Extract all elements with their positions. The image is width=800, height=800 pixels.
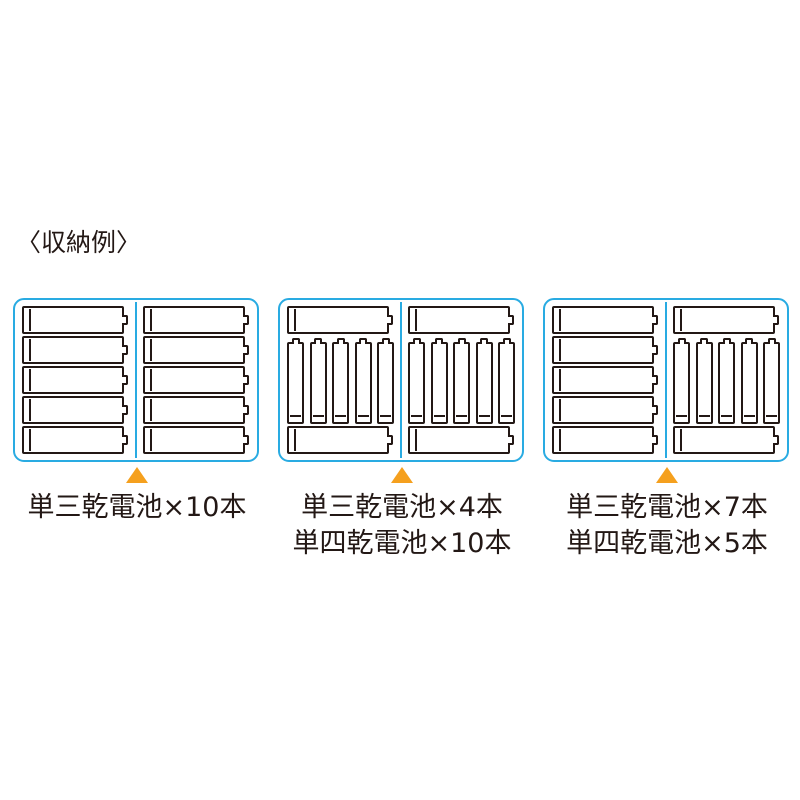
storage-example-caption: 単三乾電池×4本 単四乾電池×10本 xyxy=(278,490,526,561)
battery-group-aa xyxy=(143,306,250,454)
case-half-right xyxy=(401,300,522,460)
battery-aaa-icon xyxy=(287,338,304,424)
battery-aa-icon xyxy=(552,336,658,364)
battery-aa-icon xyxy=(22,396,128,424)
battery-aa-icon xyxy=(22,336,128,364)
storage-example-2: 単三乾電池×4本 単四乾電池×10本 xyxy=(278,298,526,561)
storage-example-1: 単三乾電池×10本 xyxy=(13,298,261,526)
battery-aa-icon xyxy=(143,306,249,334)
battery-aa-icon xyxy=(552,396,658,424)
battery-aaa-icon xyxy=(475,338,493,424)
storage-example-caption: 単三乾電池×10本 xyxy=(13,490,261,526)
battery-aa-icon xyxy=(22,306,128,334)
battery-group-aaa xyxy=(408,334,515,426)
case-divider xyxy=(134,302,138,458)
case-half-left xyxy=(15,300,136,460)
battery-case-icon xyxy=(278,298,524,462)
battery-aaa-icon xyxy=(430,338,448,424)
battery-aaa-icon xyxy=(377,338,394,424)
battery-aa-icon xyxy=(552,306,658,334)
storage-example-3: 単三乾電池×7本 単四乾電池×5本 xyxy=(543,298,791,561)
battery-aa-icon xyxy=(143,336,249,364)
battery-aa-icon xyxy=(552,366,658,394)
storage-example-heading: 〈収納例〉 xyxy=(16,228,142,257)
battery-aa-icon xyxy=(287,426,393,454)
battery-group-aa xyxy=(22,306,129,454)
triangle-up-icon xyxy=(126,467,148,483)
battery-aaa-icon xyxy=(763,338,780,424)
battery-aaa-icon xyxy=(718,338,735,424)
case-half-left xyxy=(545,300,666,460)
caption-line: 単四乾電池×5本 xyxy=(566,527,768,559)
battery-aa-icon xyxy=(408,306,514,334)
storage-examples-container: 単三乾電池×10本 xyxy=(0,298,800,588)
battery-group-aaa xyxy=(287,334,394,426)
storage-example-caption: 単三乾電池×7本 単四乾電池×5本 xyxy=(543,490,791,561)
battery-aaa-icon xyxy=(453,338,470,424)
battery-aa-icon xyxy=(22,426,128,454)
battery-aa-icon xyxy=(22,366,128,394)
battery-aa-icon xyxy=(408,426,514,454)
battery-aaa-icon xyxy=(309,338,327,424)
battery-aaa-icon xyxy=(673,338,690,424)
battery-aa-icon xyxy=(673,426,779,454)
case-divider xyxy=(399,302,403,458)
battery-aaa-icon xyxy=(408,338,425,424)
battery-aa-icon xyxy=(287,306,393,334)
case-divider xyxy=(664,302,668,458)
battery-aa-icon xyxy=(143,396,249,424)
caption-line: 単三乾電池×4本 xyxy=(301,492,503,523)
case-half-right xyxy=(136,300,257,460)
battery-case-icon xyxy=(543,298,789,462)
battery-case-icon xyxy=(13,298,259,462)
case-half-left xyxy=(280,300,401,460)
caption-line: 単四乾電池×10本 xyxy=(292,527,512,559)
case-half-right xyxy=(666,300,787,460)
triangle-up-icon xyxy=(391,467,413,483)
caption-line: 単三乾電池×7本 xyxy=(566,492,768,523)
battery-aa-icon xyxy=(143,426,249,454)
battery-group-mixed xyxy=(287,306,394,454)
battery-aaa-icon xyxy=(740,338,758,424)
battery-group-mixed xyxy=(408,306,515,454)
battery-group-mixed xyxy=(673,306,780,454)
battery-group-aa xyxy=(552,306,659,454)
battery-aaa-icon xyxy=(498,338,515,424)
battery-aa-icon xyxy=(673,306,779,334)
caption-line: 単三乾電池×10本 xyxy=(27,492,247,523)
battery-group-aaa xyxy=(673,334,780,426)
battery-aa-icon xyxy=(143,366,249,394)
triangle-up-icon xyxy=(656,467,678,483)
battery-aaa-icon xyxy=(332,338,349,424)
battery-aaa-icon xyxy=(354,338,372,424)
battery-aaa-icon xyxy=(695,338,713,424)
battery-aa-icon xyxy=(552,426,658,454)
